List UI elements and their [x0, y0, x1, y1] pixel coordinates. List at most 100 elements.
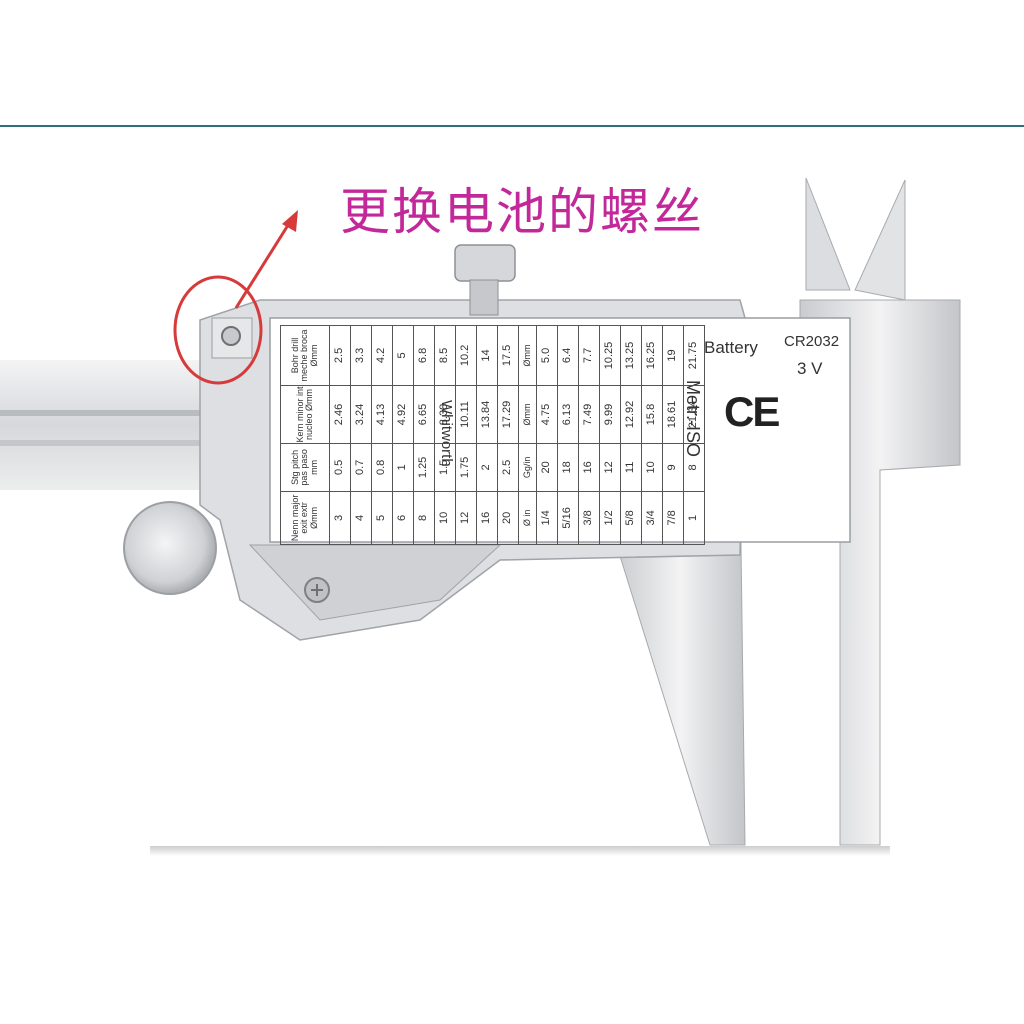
thread-table-cell: 17.29: [497, 385, 519, 444]
thread-table-cell: 20: [497, 491, 519, 545]
thread-table-cell: 10.2: [455, 325, 477, 386]
thread-table-cell: 6.4: [557, 325, 579, 386]
battery-model: CR2032: [784, 333, 840, 350]
thread-table-cell: 1: [392, 443, 414, 492]
thread-table-cell: 5.0: [536, 325, 558, 386]
thread-table-cell: 16: [476, 491, 498, 545]
thread-table-cell: 1/2: [599, 491, 621, 545]
thread-table-cell: 12: [455, 491, 477, 545]
thread-table-cell: Ømm: [518, 385, 537, 444]
thread-table-cell: 13.84: [476, 385, 498, 444]
thread-table-cell: 7.49: [578, 385, 600, 444]
annotation-circle: [173, 275, 263, 385]
thread-table-cell: 18.61: [662, 385, 684, 444]
thread-table-cell: 4.13: [371, 385, 393, 444]
thread-table-cell: 12.92: [620, 385, 642, 444]
thread-table-cell: 2.5: [329, 325, 351, 386]
thread-table-cell: 5/8: [620, 491, 642, 545]
thread-table-cell: Ømm: [518, 325, 537, 386]
thread-table-cell: 7.7: [578, 325, 600, 386]
thread-table-cell: 6.65: [413, 385, 435, 444]
label-plate: [269, 317, 851, 543]
thread-table-cell: 5: [392, 325, 414, 386]
ground-shadow: [150, 846, 890, 856]
thread-table-cell: 8: [413, 491, 435, 545]
battery-screw: [221, 326, 241, 346]
thread-table-cell: 8.5: [434, 325, 456, 386]
annotation-caption: 更换电池的螺丝: [340, 183, 704, 241]
thread-table-cell: 8.38: [434, 385, 456, 444]
thread-table-cell: Gg/in: [518, 443, 537, 492]
thread-table-cell: 10: [434, 491, 456, 545]
thread-table-cell: 6: [392, 491, 414, 545]
thread-table-cell: 5: [371, 491, 393, 545]
thread-table-cell: 0.5: [329, 443, 351, 492]
battery-voltage: 3 V: [797, 359, 823, 378]
thread-table-cell: 2.46: [329, 385, 351, 444]
thread-table-cell: 3/4: [641, 491, 663, 545]
thread-table-cell: 4.92: [392, 385, 414, 444]
thread-table-cell: 11: [620, 443, 642, 492]
thread-table-cell: 9.99: [599, 385, 621, 444]
annotation-arrow-line: [234, 221, 292, 309]
thread-table-cell: 10.25: [599, 325, 621, 386]
thread-table-cell: 0.8: [371, 443, 393, 492]
thread-table-cell: 1.75: [455, 443, 477, 492]
thread-table-cell: 1.25: [413, 443, 435, 492]
thread-table-cell: 0.7: [350, 443, 372, 492]
thread-table-cell: 21.34: [683, 385, 705, 444]
thread-table-cell: Bohr drill meche broca Ømm: [280, 325, 330, 386]
thread-table-cell: 8: [683, 443, 705, 492]
thread-table-cell: Nenn major exit extr Ømm: [280, 491, 330, 545]
thread-table-cell: 3.3: [350, 325, 372, 386]
thread-table-cell: 5/16: [557, 491, 579, 545]
thread-table-cell: 3/8: [578, 491, 600, 545]
thread-table-cell: 2: [476, 443, 498, 492]
thread-table-cell: 14: [476, 325, 498, 386]
top-rule: [0, 125, 1024, 127]
thread-table-cell: Ø in: [518, 491, 537, 545]
thread-table-cell: Kern minor int nucleo Ømm: [280, 385, 330, 444]
fixed-upper-jaw-tip: [854, 179, 906, 301]
thread-table-cell: 6.13: [557, 385, 579, 444]
thread-table-cell: 15.8: [641, 385, 663, 444]
thread-table-cell: 12: [599, 443, 621, 492]
thread-table-cell: 10.11: [455, 385, 477, 444]
thread-table-cell: 17.5: [497, 325, 519, 386]
battery-label: Battery: [704, 338, 758, 357]
thread-table-cell: 10: [641, 443, 663, 492]
thread-table-cell: 18: [557, 443, 579, 492]
thread-table-cell: 1.5: [434, 443, 456, 492]
thread-table-cell: 3.24: [350, 385, 372, 444]
thread-table-cell: 4.75: [536, 385, 558, 444]
thumb-wheel: [123, 501, 217, 595]
thread-table-cell: 4: [350, 491, 372, 545]
thread-table-cell: 16.25: [641, 325, 663, 386]
thread-table-cell: 13.25: [620, 325, 642, 386]
thread-table-cell: 19: [662, 325, 684, 386]
annotation-arrow-head: [282, 210, 298, 232]
thread-table-cell: Stg pitch pas paso mm: [280, 443, 330, 492]
lock-screw-head: [454, 244, 516, 282]
thread-table-cell: 6.8: [413, 325, 435, 386]
thread-table-cell: 16: [578, 443, 600, 492]
thread-table-cell: 2.5: [497, 443, 519, 492]
